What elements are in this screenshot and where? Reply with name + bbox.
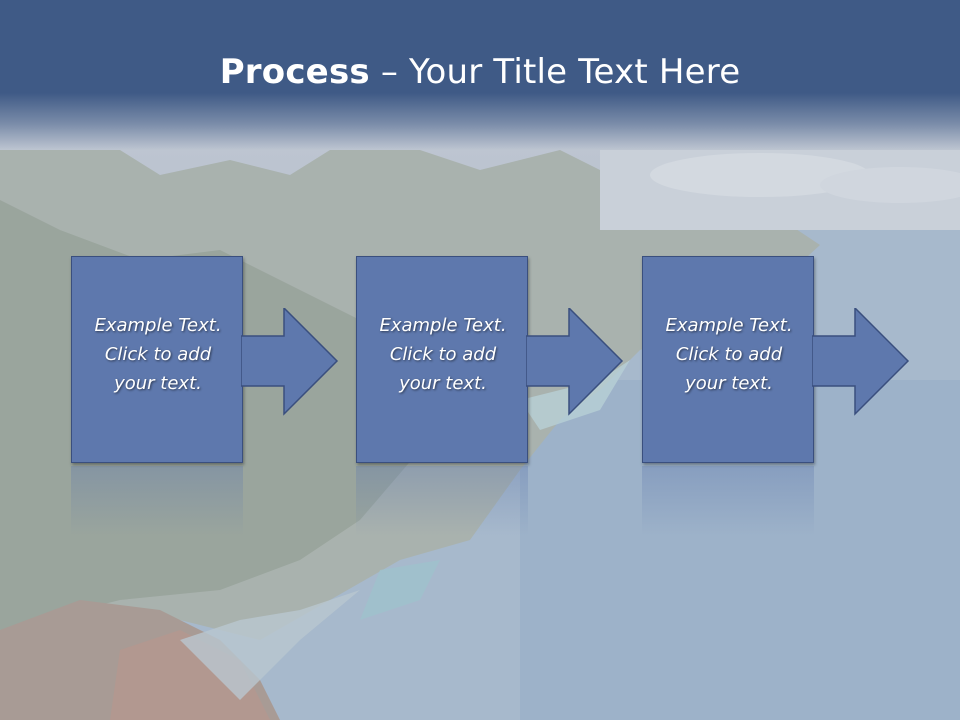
step-box[interactable]: Example Text. Click to add your text.	[356, 256, 528, 463]
step-text-line-1: Example Text.	[94, 315, 222, 336]
step-reflection	[642, 466, 814, 536]
step-text[interactable]: Example Text. Click to add your text.	[357, 311, 529, 398]
title-strong: Process	[219, 52, 370, 92]
right-arrow-icon[interactable]	[812, 308, 912, 418]
process-step-2[interactable]: Example Text. Click to add your text.	[356, 256, 624, 466]
step-box[interactable]: Example Text. Click to add your text.	[642, 256, 814, 463]
right-arrow-icon[interactable]	[526, 308, 626, 418]
step-text-line-1: Example Text.	[379, 315, 507, 336]
step-text[interactable]: Example Text. Click to add your text.	[643, 311, 815, 398]
step-reflection	[71, 466, 243, 536]
step-reflection	[356, 466, 528, 536]
step-text-line-3: your text.	[685, 373, 773, 394]
step-box[interactable]: Example Text. Click to add your text.	[71, 256, 243, 463]
step-text-line-2: Click to add	[675, 344, 783, 365]
step-text[interactable]: Example Text. Click to add your text.	[72, 311, 244, 398]
step-text-line-1: Example Text.	[665, 315, 793, 336]
title-rest: – Your Title Text Here	[369, 52, 741, 92]
process-step-3[interactable]: Example Text. Click to add your text.	[642, 256, 910, 466]
process-step-1[interactable]: Example Text. Click to add your text.	[71, 256, 339, 466]
title-band	[0, 0, 960, 150]
step-text-line-3: your text.	[399, 373, 487, 394]
step-text-line-2: Click to add	[104, 344, 212, 365]
step-text-line-2: Click to add	[389, 344, 497, 365]
slide-title[interactable]: Process – Your Title Text Here	[0, 52, 960, 92]
step-text-line-3: your text.	[114, 373, 202, 394]
right-arrow-icon[interactable]	[241, 308, 341, 418]
